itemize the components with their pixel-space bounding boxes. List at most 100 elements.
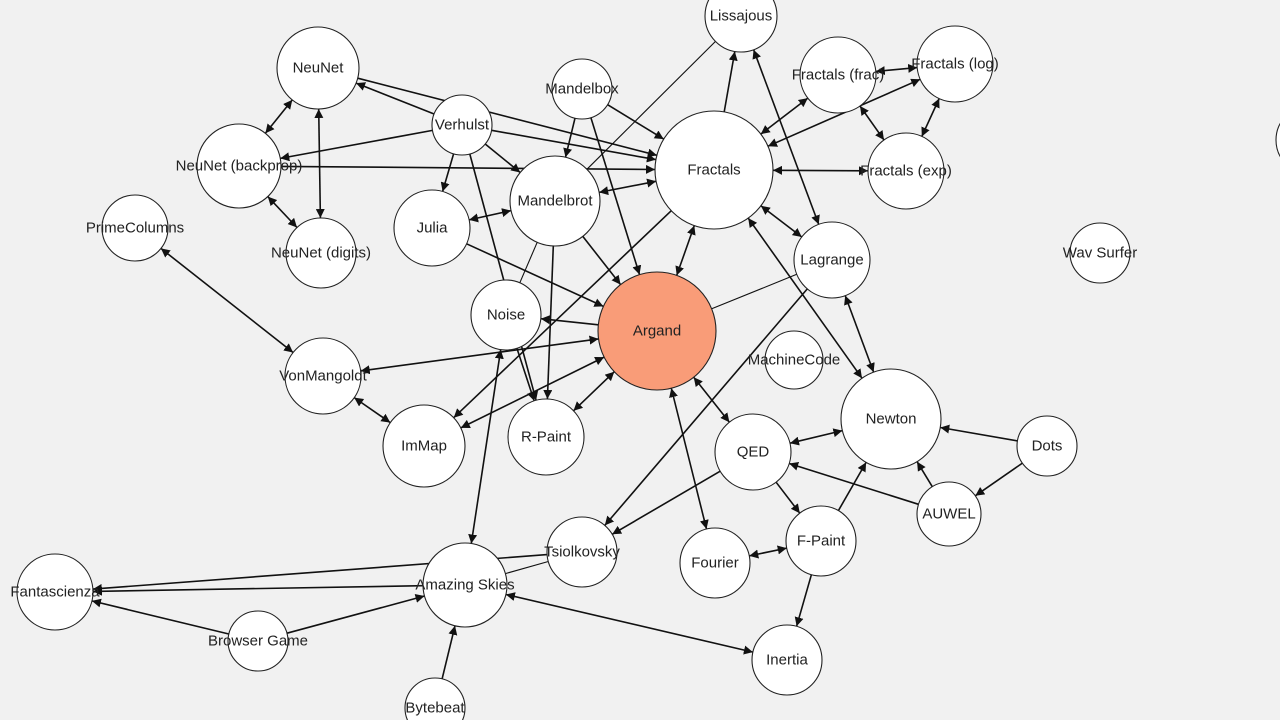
edge-mandelbrot-argand [582, 235, 622, 286]
edge-argand-vonmangoldt [360, 335, 599, 375]
node-circle-fractals-frac[interactable] [799, 36, 877, 114]
node-circle-verhulst[interactable] [431, 94, 493, 156]
node-circle-f-paint[interactable] [785, 505, 857, 577]
node-circle-neunet-digits[interactable] [285, 217, 357, 289]
edge-fractals-neunet-backprop [280, 164, 656, 174]
node-circle-julia[interactable] [393, 189, 471, 267]
node-circle-lagrange[interactable] [793, 221, 871, 299]
node-offscreen-node[interactable] [1275, 106, 1280, 174]
node-circle-inertia[interactable] [751, 624, 823, 696]
node-julia[interactable]: Julia [393, 189, 471, 267]
edge-mandelbrot-r-paint [543, 245, 555, 400]
node-circle-immap[interactable] [382, 404, 466, 488]
edge-amazing-skies-fantascienza [92, 584, 424, 596]
edge-argand-qed [693, 376, 731, 423]
node-mandelbrot[interactable]: Mandelbrot [509, 155, 601, 247]
node-r-paint[interactable]: R-Paint [507, 398, 585, 476]
node-fractals[interactable]: Fractals [654, 110, 774, 230]
node-circle-neunet[interactable] [276, 26, 360, 110]
edge-fractals-frac-fractals-log [875, 63, 918, 76]
node-mandelbox[interactable]: Mandelbox [545, 58, 619, 120]
node-neunet-digits[interactable]: NeuNet (digits) [271, 217, 371, 289]
node-primecolumns[interactable]: PrimeColumns [86, 194, 184, 262]
node-circle-tsiolkovsky[interactable] [546, 516, 618, 588]
node-circle-lissajous[interactable] [704, 0, 778, 53]
edges-layer [91, 41, 1023, 680]
node-circle-mandelbrot[interactable] [509, 155, 601, 247]
node-circle-vonmangoldt[interactable] [284, 337, 362, 415]
node-circle-amazing-skies[interactable] [422, 542, 508, 628]
node-argand[interactable]: Argand [597, 271, 717, 391]
node-fantascienza[interactable]: Fantascienza [10, 553, 100, 631]
node-dots[interactable]: Dots [1016, 415, 1078, 477]
edge-f-paint-inertia [794, 574, 813, 627]
edge-amazing-skies-inertia [505, 592, 754, 655]
node-auwel[interactable]: AUWEL [916, 481, 982, 547]
node-circle-qed[interactable] [714, 413, 792, 491]
node-neunet[interactable]: NeuNet [276, 26, 360, 110]
edge-lagrange-argand [711, 273, 798, 310]
edge-verhulst-julia [440, 153, 455, 192]
node-circle-offscreen-node[interactable] [1275, 106, 1280, 174]
node-circle-fractals[interactable] [654, 110, 774, 230]
node-circle-auwel[interactable] [916, 481, 982, 547]
edge-qed-tsiolkovsky [611, 470, 721, 535]
edge-fractals-argand [675, 225, 696, 276]
node-immap[interactable]: ImMap [382, 404, 466, 488]
edge-fourier-f-paint [749, 545, 787, 559]
edge-verhulst-neunet-backprop [280, 129, 433, 162]
edge-argand-fourier [669, 388, 709, 530]
node-circle-fractals-log[interactable] [916, 25, 994, 103]
node-wav-surfer[interactable]: Wav Surfer [1063, 222, 1137, 284]
node-bytebeat[interactable]: Bytebeat [404, 677, 466, 720]
node-inertia[interactable]: Inertia [751, 624, 823, 696]
edge-lissajous-lagrange [752, 49, 820, 225]
node-tsiolkovsky[interactable]: Tsiolkovsky [544, 516, 620, 588]
edge-julia-mandelbrot [468, 208, 512, 223]
node-circle-neunet-backprop[interactable] [196, 123, 282, 209]
node-fourier[interactable]: Fourier [679, 527, 751, 599]
node-fractals-exp[interactable]: Fractals (exp) [860, 132, 952, 210]
edge-neunet-neunet-digits [314, 108, 325, 219]
edge-neunet-backprop-neunet-digits [267, 196, 298, 229]
edge-primecolumns-vonmangoldt [160, 247, 294, 354]
edge-f-paint-newton [837, 462, 867, 511]
node-circle-dots[interactable] [1016, 415, 1078, 477]
node-circle-fractals-exp[interactable] [867, 132, 945, 210]
node-circle-wav-surfer[interactable] [1069, 222, 1131, 284]
node-lissajous[interactable]: Lissajous [704, 0, 778, 53]
node-amazing-skies[interactable]: Amazing Skies [415, 542, 515, 628]
node-circle-browser-game[interactable] [227, 610, 289, 672]
node-qed[interactable]: QED [714, 413, 792, 491]
node-browser-game[interactable]: Browser Game [208, 610, 308, 672]
node-machinecode[interactable]: MachineCode [748, 330, 841, 390]
node-circle-noise[interactable] [470, 279, 542, 351]
node-vonmangoldt[interactable]: VonMangoldt [279, 337, 368, 415]
node-noise[interactable]: Noise [470, 279, 542, 351]
edge-argand-r-paint [572, 371, 615, 412]
node-fractals-log[interactable]: Fractals (log) [911, 25, 999, 103]
node-f-paint[interactable]: F-Paint [785, 505, 857, 577]
node-circle-r-paint[interactable] [507, 398, 585, 476]
node-verhulst[interactable]: Verhulst [431, 94, 493, 156]
edge-mandelbox-fractals [607, 104, 665, 140]
edge-mandelbrot-fractals [599, 178, 657, 196]
node-circle-bytebeat[interactable] [404, 677, 466, 720]
edge-dots-auwel [974, 462, 1023, 497]
edge-mandelbrot-lissajous [586, 41, 716, 170]
node-newton[interactable]: Newton [840, 368, 942, 470]
node-circle-newton[interactable] [840, 368, 942, 470]
node-circle-argand[interactable] [597, 271, 717, 391]
edge-verhulst-fractals [491, 129, 657, 163]
node-circle-fantascienza[interactable] [16, 553, 94, 631]
edge-lagrange-newton [844, 295, 875, 373]
node-lagrange[interactable]: Lagrange [793, 221, 871, 299]
node-circle-mandelbox[interactable] [551, 58, 613, 120]
node-circle-fourier[interactable] [679, 527, 751, 599]
edge-dots-newton [940, 424, 1018, 442]
node-circle-machinecode[interactable] [764, 330, 824, 390]
node-circle-primecolumns[interactable] [101, 194, 169, 262]
edge-bytebeat-amazing-skies [441, 625, 458, 680]
